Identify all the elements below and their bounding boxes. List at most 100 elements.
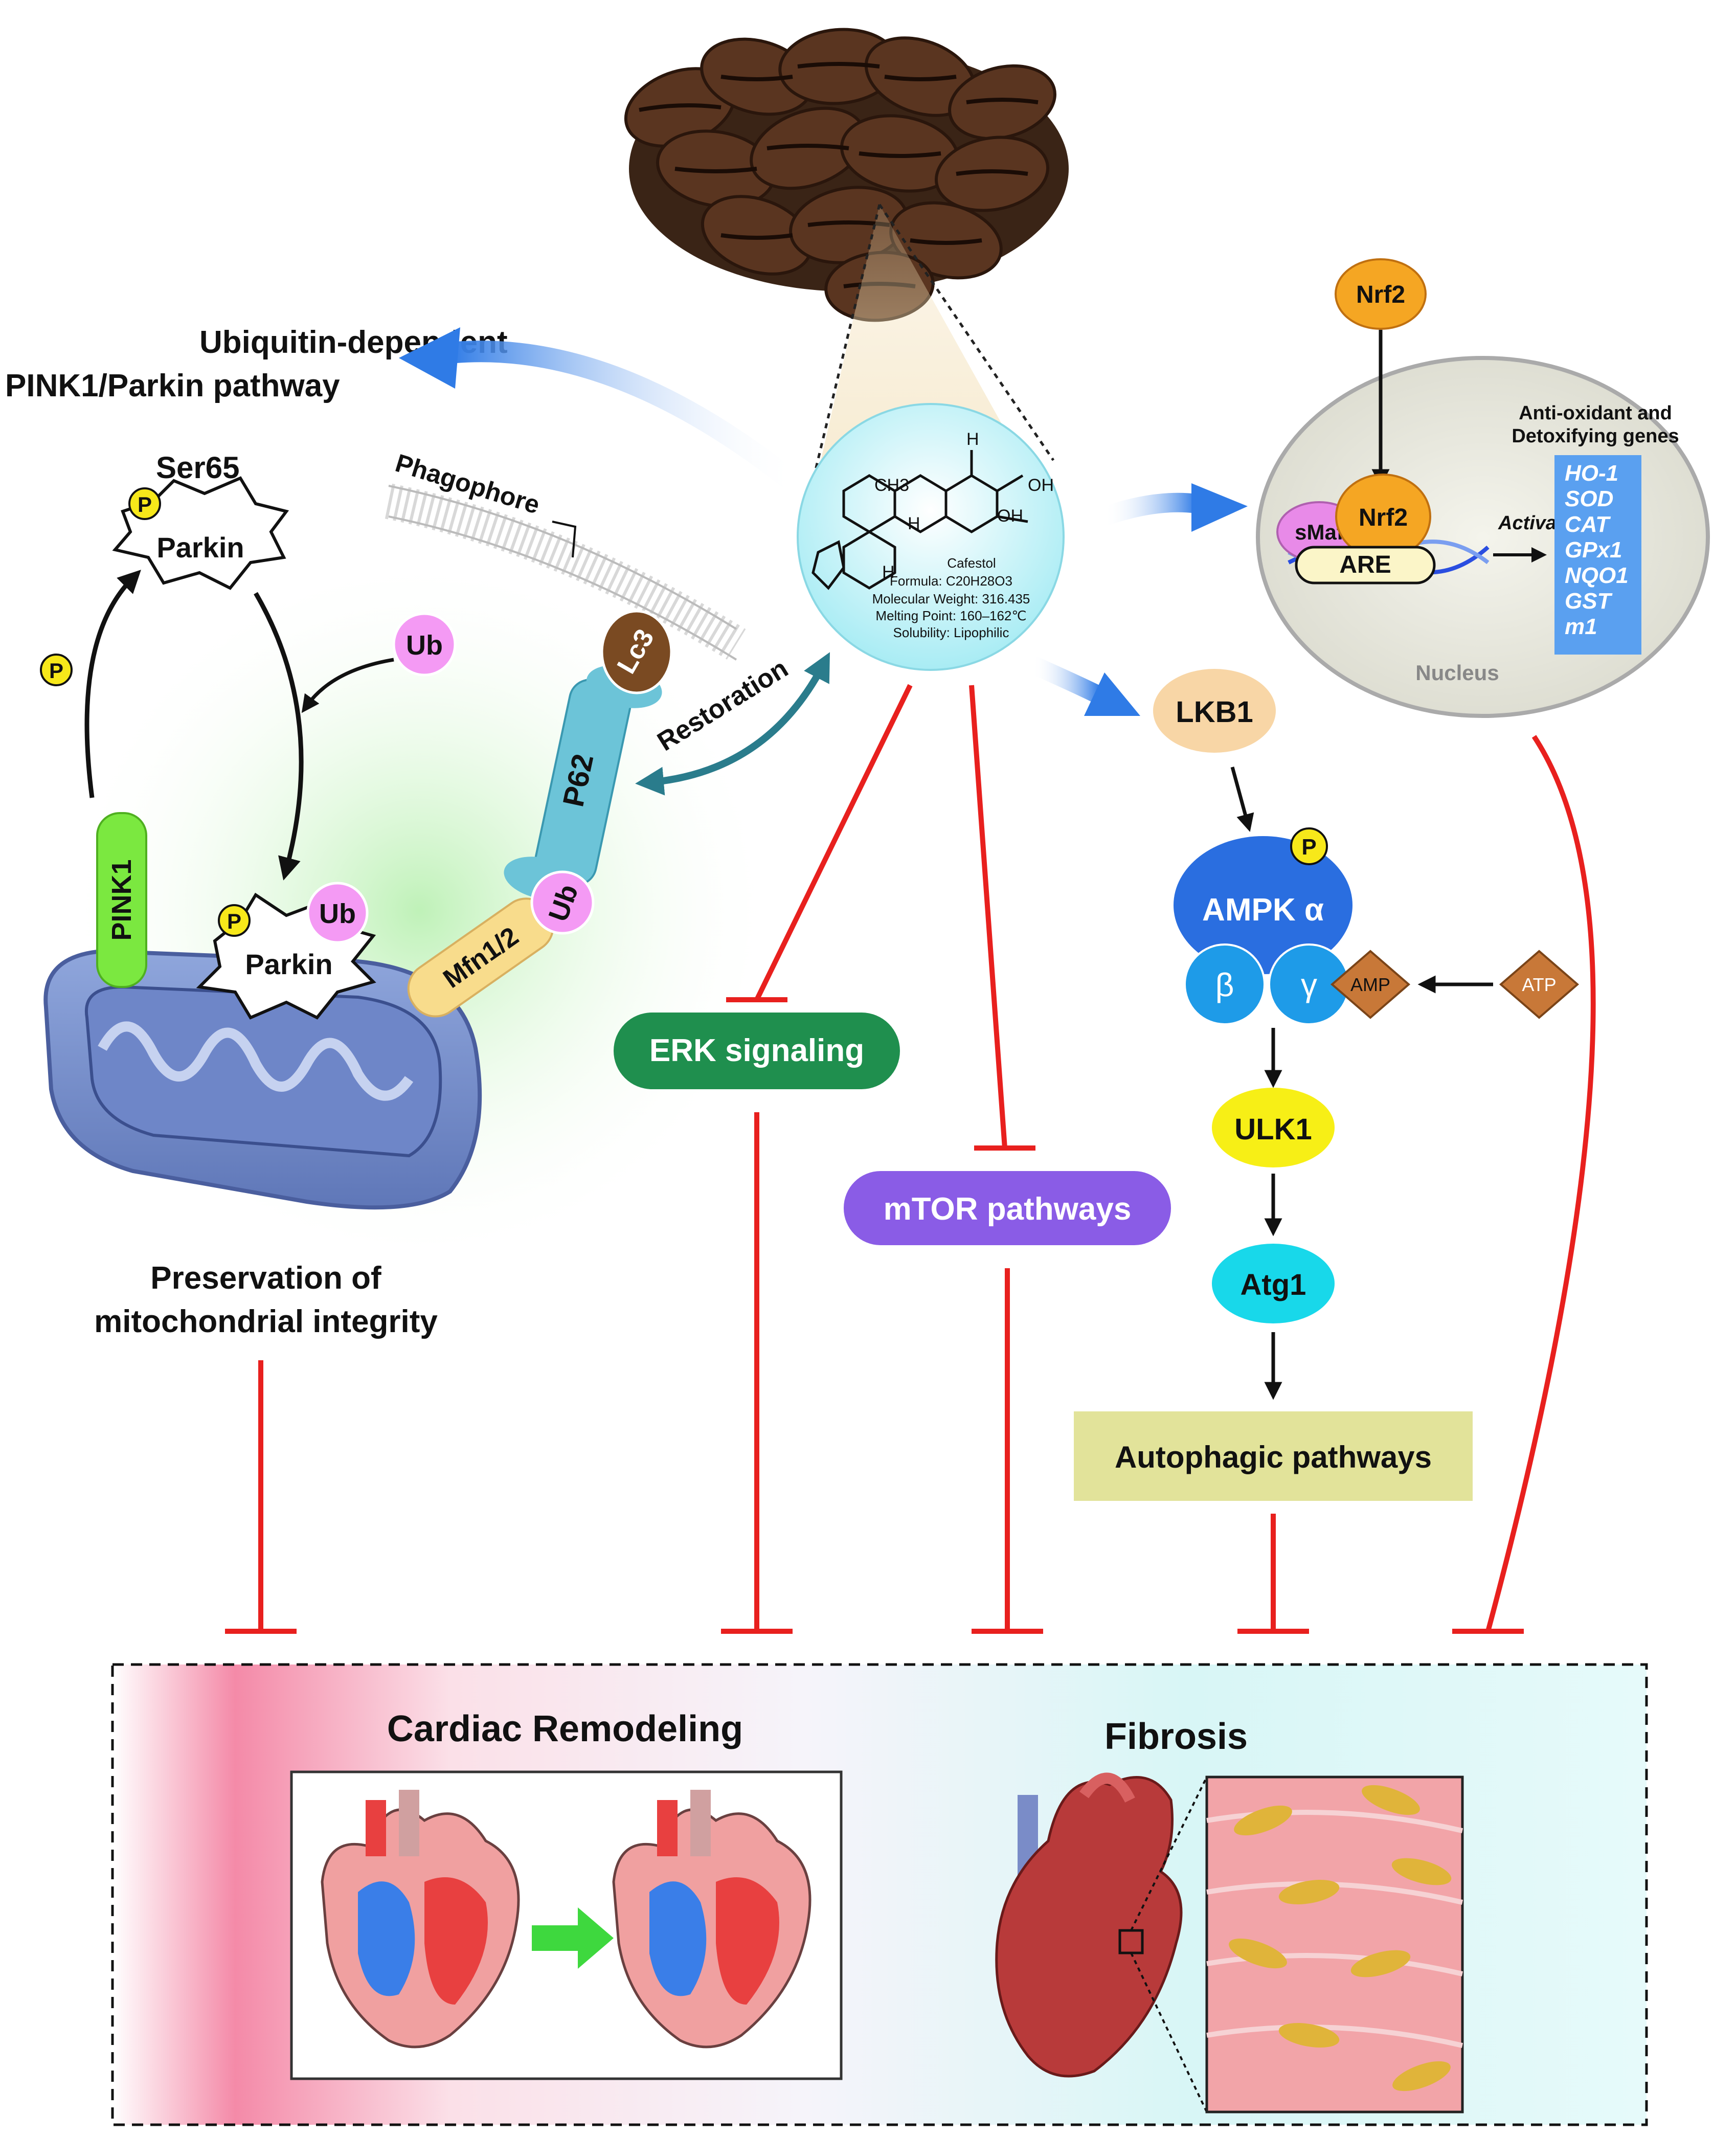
- ampk-alpha-label: AMPK α: [1202, 892, 1324, 928]
- erk-signaling: ERK signaling: [614, 1013, 900, 1089]
- remodeling-panel: [290, 1770, 843, 2080]
- cafestol-name: Cafestol: [947, 555, 996, 571]
- are-complex: sMaf Nrf2 ARE Activates: [1276, 474, 1585, 584]
- fibrosis-title: Fibrosis: [1104, 1716, 1248, 1757]
- gene-box: [1554, 455, 1641, 655]
- lkb1-ellipse: [1153, 669, 1276, 753]
- preservation-line2: mitochondrial integrity: [94, 1304, 438, 1339]
- cafestol-ch3: CH3: [874, 476, 909, 495]
- inhibit-cafestol-mtor: [969, 685, 1035, 1151]
- cafestol-structure: [811, 450, 1028, 590]
- ub-on-parkin: [306, 882, 369, 944]
- cafestol-molecule: CH3 H H H OH OH Cafestol Formula: C20H28…: [797, 403, 1065, 671]
- mtor-pathways: mTOR pathways: [844, 1171, 1171, 1245]
- parkin-ubiquitination-arrow: Ub: [254, 592, 457, 881]
- genes-title-line1: Anti-oxidant and: [1519, 402, 1672, 424]
- are-label: ARE: [1339, 551, 1391, 578]
- nrf2-cyto-label: Nrf2: [1356, 281, 1405, 308]
- mitochondrion: [43, 949, 482, 1210]
- remodeling-green-arrow: [532, 1907, 614, 1969]
- mtor-box: [844, 1171, 1171, 1245]
- lkb1-label: LKB1: [1176, 695, 1253, 729]
- nrf2-cytoplasm: Nrf2: [1335, 258, 1427, 487]
- pink1-bar: [96, 812, 147, 988]
- cafestol-formula: Formula: C20H28O3: [890, 573, 1012, 589]
- ub-on-mfn-circle: [530, 870, 595, 935]
- gene-item: NQO1: [1565, 563, 1629, 588]
- parkin-top: Parkin P: [112, 476, 289, 590]
- phospho-badge-mito-label: P: [227, 909, 241, 933]
- ubiquitin-title-line2: PINK1/Parkin pathway: [5, 368, 340, 403]
- atp-label: ATP: [1522, 974, 1556, 995]
- are-box: [1295, 546, 1436, 584]
- ampk-gamma-label: γ: [1301, 966, 1317, 1003]
- gene-item: GPx1: [1565, 537, 1622, 563]
- cafestol-oh2: OH: [997, 506, 1023, 526]
- amp-label: AMP: [1350, 974, 1390, 995]
- cafestol-ellipse: [797, 403, 1065, 671]
- amp-diamond: [1330, 950, 1411, 1019]
- gene-item: m1: [1565, 614, 1597, 639]
- inhibit-cafestol-erk: [726, 684, 913, 1002]
- gene-item: SOD: [1565, 486, 1613, 511]
- lc3: Lc3: [600, 610, 673, 694]
- ub-on-parkin-label: Ub: [319, 898, 356, 929]
- gene-item: GST: [1565, 589, 1613, 614]
- ampk-phospho: [1290, 827, 1328, 865]
- cafestol-h3: H: [882, 563, 895, 582]
- autophagic-label: Autophagic pathways: [1115, 1440, 1432, 1474]
- atp-diamond: [1499, 950, 1580, 1019]
- parkin-mito-label: Parkin: [245, 948, 332, 980]
- mtor-label: mTOR pathways: [884, 1191, 1132, 1227]
- phospho-badge-mito: [218, 904, 251, 937]
- pink1-phosphorylation-arrow: P: [40, 570, 141, 798]
- ser65-label: Ser65: [156, 451, 239, 485]
- blue-arrow-to-pink1: [399, 327, 805, 494]
- cafestol-solubility: Solubility: Lipophilic: [893, 625, 1009, 640]
- cafestol-oh1: OH: [1028, 476, 1054, 495]
- gene-list: Anti-oxidant and Detoxifying genes HO-1S…: [1512, 402, 1679, 655]
- lkb1: LKB1: [1153, 669, 1276, 832]
- atg1: Atg1: [1212, 1244, 1335, 1400]
- fibrosis-heart: [995, 1772, 1208, 2112]
- phospho-badge: [128, 487, 161, 520]
- nucleus-label: Nucleus: [1415, 661, 1499, 685]
- parkin-top-label: Parkin: [156, 531, 244, 564]
- erk-label: ERK signaling: [649, 1033, 864, 1068]
- erk-box: [614, 1013, 900, 1089]
- blue-arrow-to-nucleus: [1101, 483, 1248, 532]
- genes-title-line2: Detoxifying genes: [1512, 425, 1679, 447]
- pink1: PINK1: [96, 812, 147, 988]
- inhibit-erk: [721, 1112, 793, 1634]
- ampk-beta-label: β: [1215, 966, 1234, 1003]
- phospho-badge-label: P: [138, 492, 152, 516]
- ub-free-label: Ub: [406, 630, 443, 661]
- pink1-label: PINK1: [106, 859, 137, 940]
- cafestol-mw: Molecular Weight: 316.435: [872, 591, 1030, 606]
- inhibit-nucleus: [1452, 735, 1596, 1634]
- cardiac-remodeling-title: Cardiac Remodeling: [387, 1708, 743, 1749]
- nrf2-cyto-ellipse: [1335, 258, 1427, 330]
- heart-after: [612, 1790, 811, 2049]
- cafestol-h1: H: [966, 430, 979, 449]
- ulk1-ellipse: [1212, 1088, 1335, 1167]
- atg1-ellipse: [1212, 1244, 1335, 1323]
- ulk1: ULK1: [1212, 1088, 1335, 1236]
- phospho-badge-left: [40, 654, 73, 686]
- atg1-label: Atg1: [1241, 1268, 1306, 1301]
- ampk-phospho-label: P: [1301, 835, 1316, 860]
- ampk-beta: [1184, 943, 1266, 1025]
- coffee-beans-image: [624, 28, 1069, 322]
- ulk1-label: ULK1: [1234, 1113, 1312, 1146]
- gene-item: CAT: [1565, 512, 1611, 537]
- inhibit-preservation: [225, 1360, 297, 1634]
- autophagic-box: [1074, 1411, 1473, 1501]
- cafestol-mp: Melting Point: 160–162℃: [875, 608, 1026, 623]
- blue-arrow-to-lkb1: [1029, 656, 1140, 716]
- ub-free: [392, 612, 457, 677]
- autophagic-pathways: Autophagic pathways: [1074, 1411, 1473, 1501]
- gene-item: HO-1: [1565, 461, 1618, 486]
- fibrosis-tissue: [1205, 1775, 1464, 2113]
- inhibit-mtor: [972, 1268, 1043, 1634]
